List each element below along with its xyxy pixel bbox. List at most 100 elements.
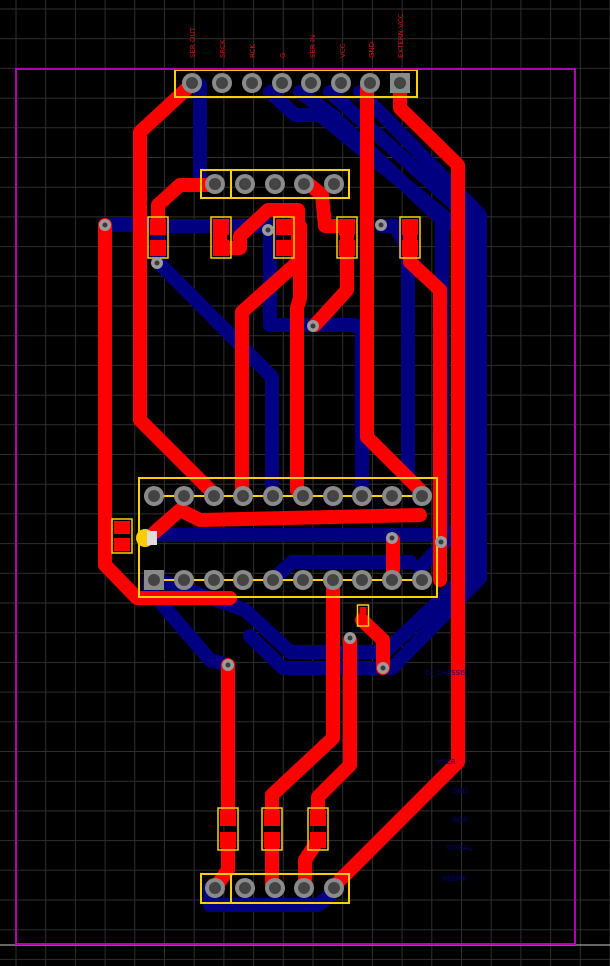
pad-hole bbox=[416, 490, 428, 502]
resistor-pad bbox=[150, 219, 166, 235]
bottom-trace bbox=[268, 555, 417, 585]
via-hole bbox=[347, 635, 353, 641]
header-pin-labels: SER OUT SRCK RCK G SER IN VCC GND EXTERN… bbox=[189, 13, 405, 58]
silk-label: INSK bbox=[452, 816, 469, 824]
smd-components bbox=[111, 216, 421, 851]
small-resistor-pad bbox=[359, 617, 367, 624]
top-trace bbox=[133, 77, 222, 502]
pad-hole bbox=[335, 77, 347, 89]
pad-hole bbox=[269, 178, 281, 190]
resistor-pad bbox=[150, 240, 166, 256]
ic-dip16 bbox=[138, 477, 438, 598]
pin-label-g: G bbox=[279, 53, 287, 58]
resistor-outline bbox=[273, 216, 295, 259]
silk-label: RESPIR bbox=[442, 875, 467, 883]
silk-label: SIGNAL bbox=[446, 844, 472, 852]
resistor-outline bbox=[261, 807, 283, 851]
bottom-trace bbox=[375, 219, 415, 483]
pad-hole bbox=[237, 490, 249, 502]
pin-label-ser-out: SER OUT bbox=[189, 26, 197, 58]
pad-hole bbox=[186, 77, 198, 89]
resistor-pad bbox=[220, 832, 236, 848]
pad-hole bbox=[298, 882, 310, 894]
small-resistor-outline bbox=[356, 604, 370, 627]
small-resistor-pad bbox=[359, 607, 367, 614]
resistor-outline bbox=[336, 216, 358, 259]
pin-label-srck: SRCK bbox=[219, 39, 227, 58]
pad-hole bbox=[148, 490, 160, 502]
top-trace bbox=[303, 178, 354, 332]
pad-hole bbox=[209, 178, 221, 190]
header-mid-outline bbox=[200, 169, 350, 199]
chip-outline bbox=[138, 477, 438, 598]
pad-hole bbox=[394, 77, 406, 89]
capacitor-pad bbox=[114, 538, 130, 551]
via-hole bbox=[310, 323, 316, 329]
capacitor-outline bbox=[111, 518, 133, 554]
pad-hole bbox=[327, 574, 339, 586]
resistor-pad bbox=[213, 219, 229, 235]
resistor-pad bbox=[402, 240, 418, 256]
resistor-outline bbox=[307, 807, 329, 851]
pad-hole bbox=[297, 490, 309, 502]
resistor-pad bbox=[213, 240, 229, 256]
board-outline bbox=[15, 68, 576, 945]
pin-label-vcc: VCC bbox=[339, 43, 347, 58]
pad-hole bbox=[178, 574, 190, 586]
via-hole bbox=[438, 539, 444, 545]
header-bottom-outline bbox=[200, 873, 350, 904]
via-hole bbox=[380, 665, 386, 671]
pad-hole bbox=[208, 490, 220, 502]
pad-hole bbox=[267, 490, 279, 502]
pad-hole bbox=[328, 882, 340, 894]
resistor-outline bbox=[217, 807, 239, 851]
pad-hole bbox=[276, 77, 288, 89]
resistor-pad bbox=[339, 240, 355, 256]
pin-headers bbox=[174, 69, 418, 904]
pad-hole bbox=[327, 490, 339, 502]
pad-hole bbox=[328, 178, 340, 190]
via-hole bbox=[102, 222, 108, 228]
pin-label-extern-vcc: EXTERN VCC bbox=[397, 13, 405, 58]
vias bbox=[99, 219, 447, 674]
pin-label-ser-in: SER IN bbox=[309, 35, 317, 58]
top-trace bbox=[148, 503, 427, 539]
pad-hole bbox=[269, 882, 281, 894]
led-lead bbox=[147, 531, 157, 545]
pad-hole bbox=[246, 77, 258, 89]
via-hole bbox=[378, 222, 384, 228]
pad-hole bbox=[386, 490, 398, 502]
via-hole bbox=[389, 535, 395, 541]
resistor-pad bbox=[264, 832, 280, 848]
pad-hole bbox=[267, 574, 279, 586]
pad-hole bbox=[208, 574, 220, 586]
pad-hole bbox=[416, 574, 428, 586]
resistor-pad bbox=[310, 832, 326, 848]
resistor-outline bbox=[399, 216, 421, 259]
top-trace bbox=[311, 633, 357, 822]
silk-label: Cr_CHASSIS bbox=[425, 669, 467, 677]
resistor-pad bbox=[339, 219, 355, 235]
pad-hole bbox=[305, 77, 317, 89]
silk-label: GND bbox=[452, 787, 468, 795]
pad-hole bbox=[209, 882, 221, 894]
top-trace bbox=[265, 573, 340, 822]
pin-label-rck: RCK bbox=[249, 44, 257, 58]
pad-hole bbox=[356, 490, 368, 502]
via-hole bbox=[154, 260, 160, 266]
resistor-pad bbox=[276, 219, 292, 235]
pad-hole bbox=[148, 574, 160, 586]
pad-hole bbox=[237, 574, 249, 586]
silkscreen-labels: Cr_CHASSIS MSER GND INSK SIGNAL RESPIR bbox=[425, 669, 472, 883]
resistor-pad bbox=[264, 810, 280, 826]
capacitor-pad bbox=[114, 521, 130, 534]
silk-label: MSER bbox=[436, 758, 456, 766]
resistor-pad bbox=[276, 240, 292, 256]
top-trace bbox=[360, 77, 427, 497]
resistor-outline bbox=[210, 216, 232, 259]
via-hole bbox=[265, 227, 271, 233]
pad-hole bbox=[386, 574, 398, 586]
resistor-pad bbox=[310, 810, 326, 826]
